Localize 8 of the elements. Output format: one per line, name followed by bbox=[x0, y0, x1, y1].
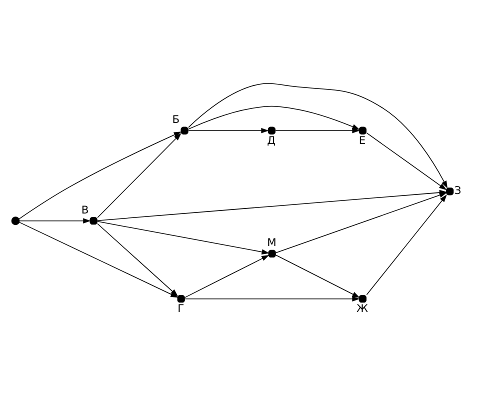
node-label: Д bbox=[267, 133, 276, 146]
node-label: М bbox=[267, 236, 276, 249]
node-label: Ж bbox=[356, 301, 368, 314]
node-label: Б bbox=[172, 112, 180, 126]
node-label: В bbox=[81, 202, 89, 216]
node-label: З bbox=[454, 184, 462, 197]
node-label: Е bbox=[358, 133, 366, 146]
node-label: Г bbox=[178, 301, 184, 314]
